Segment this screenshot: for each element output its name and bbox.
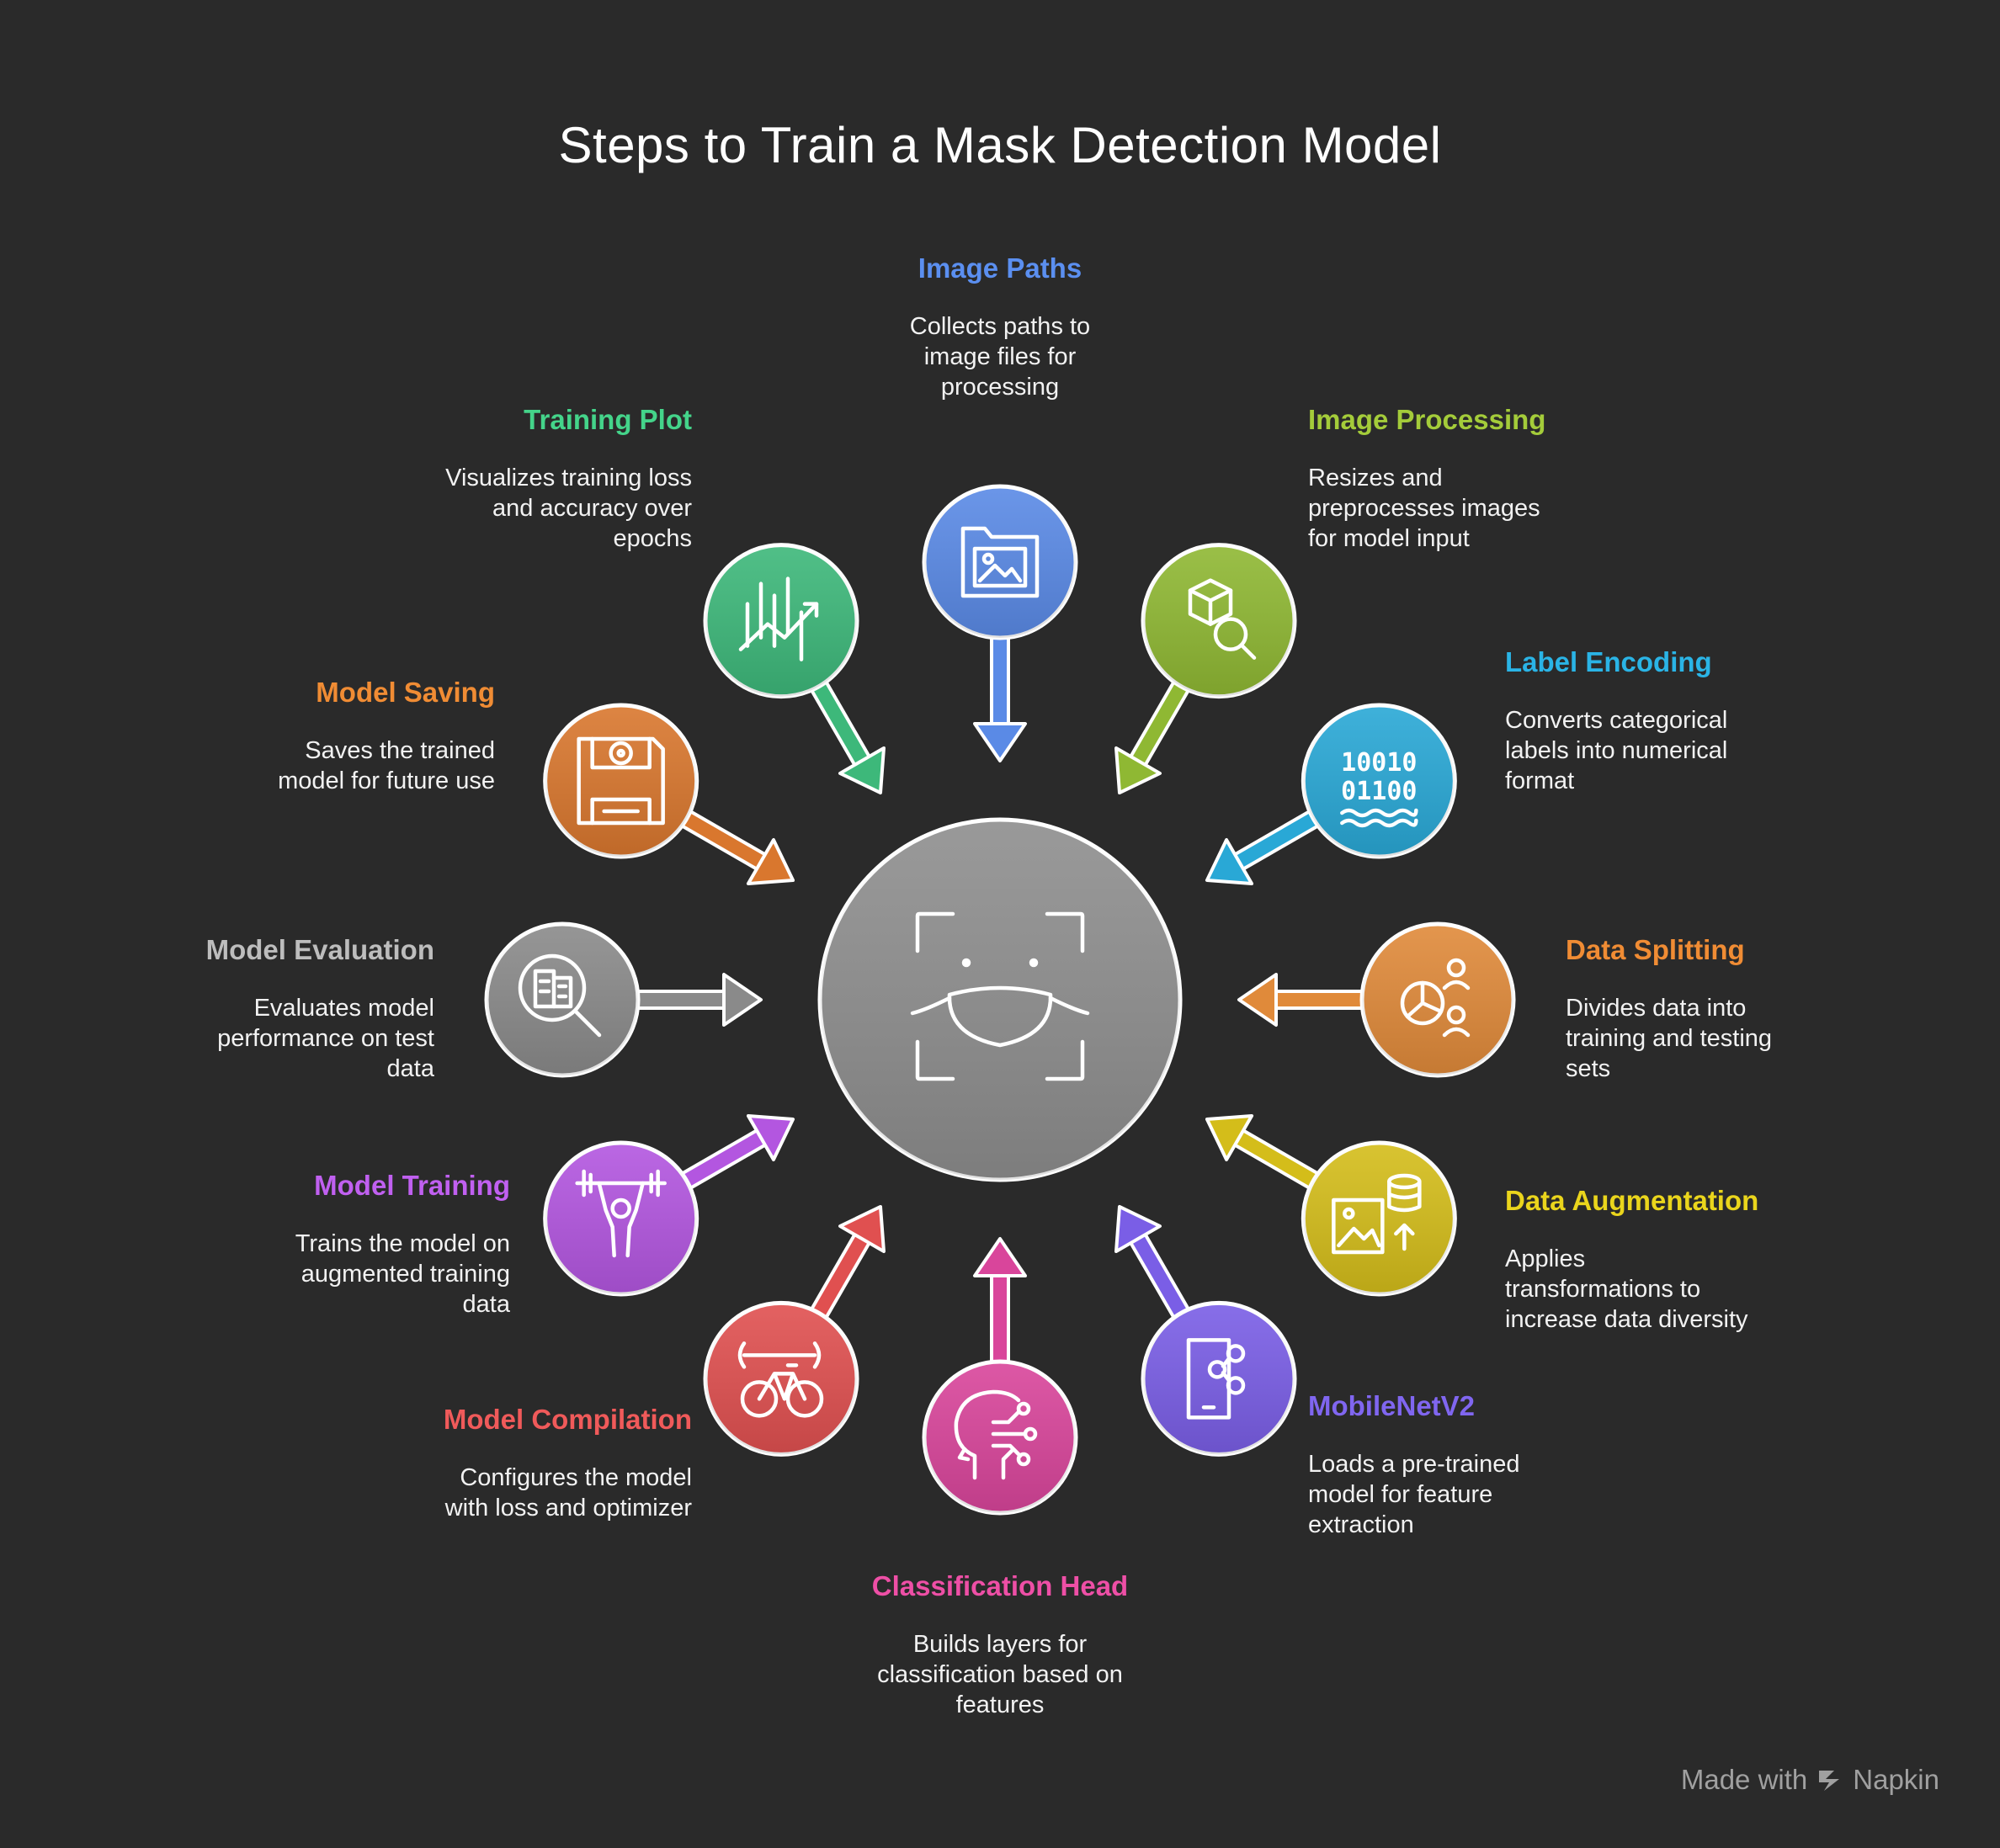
pie-chart-people-icon: [1400, 958, 1471, 1038]
step-title-image-paths: Image Paths: [918, 252, 1082, 284]
binary-text-line-2: 01100: [1341, 777, 1417, 806]
center-node: [817, 817, 1183, 1182]
mobile-share-icon: [1186, 1338, 1246, 1420]
cube-search-icon: [1188, 578, 1257, 660]
face-mask-icon: [910, 911, 1090, 1081]
step-title-model-evaluation: Model Evaluation: [205, 934, 434, 965]
node-shade-data-splitting: [1362, 924, 1513, 1075]
node-mobilenetv2: [1141, 1300, 1297, 1457]
node-shade-model-evaluation: [487, 924, 638, 1075]
weightlifter-icon: [575, 1169, 667, 1258]
node-model-compilation: [703, 1300, 859, 1457]
step-title-data-splitting: Data Splitting: [1566, 934, 1745, 965]
node-shade-model-saving: [545, 705, 697, 857]
watermark-brand: Napkin: [1853, 1764, 1939, 1795]
trend-chart-icon: [738, 576, 819, 661]
node-shade-data-augmentation: [1303, 1143, 1455, 1294]
wrench-bike-icon: [737, 1341, 824, 1418]
node-data-splitting: [1359, 921, 1516, 1078]
center-circle-shade: [820, 820, 1180, 1180]
image-database-icon: [1332, 1173, 1422, 1255]
node-model-saving: [543, 703, 699, 859]
step-title-model-training: Model Training: [314, 1170, 510, 1201]
node-shade-image-paths: [924, 486, 1076, 638]
node-data-augmentation: [1301, 1140, 1457, 1297]
head-circuit-icon: [954, 1389, 1038, 1480]
binary-text-line-1: 10010: [1341, 748, 1417, 778]
node-shade-model-compilation: [705, 1303, 857, 1455]
node-model-training: [543, 1140, 699, 1297]
step-title-classification-head: Classification Head: [871, 1570, 1129, 1601]
step-title-mobilenetv2: MobileNetV2: [1308, 1390, 1476, 1421]
node-training-plot: [703, 543, 859, 699]
watermark-prefix: Made with: [1680, 1764, 1808, 1795]
document-search-icon: [518, 953, 602, 1038]
node-classification-head: [922, 1359, 1078, 1516]
step-title-model-saving: Model Saving: [316, 677, 495, 708]
node-shade-classification-head: [924, 1362, 1076, 1513]
node-image-processing: [1141, 543, 1297, 699]
step-title-label-encoding: Label Encoding: [1505, 646, 1712, 677]
step-title-model-compilation: Model Compilation: [443, 1404, 692, 1435]
step-title-training-plot: Training Plot: [524, 404, 692, 435]
page-title: Steps to Train a Mask Detection Model: [558, 117, 1442, 173]
napkin-logo-icon: [1819, 1771, 1840, 1791]
step-title-data-augmentation: Data Augmentation: [1505, 1185, 1759, 1216]
node-shade-training-plot: [705, 544, 857, 697]
image-folder-icon: [960, 526, 1040, 598]
node-image-paths: [922, 484, 1078, 640]
node-model-evaluation: [484, 921, 641, 1078]
watermark: Made with Napkin: [1681, 1764, 1939, 1796]
step-title-image-processing: Image Processing: [1308, 404, 1546, 435]
floppy-disk-icon: [577, 736, 665, 826]
